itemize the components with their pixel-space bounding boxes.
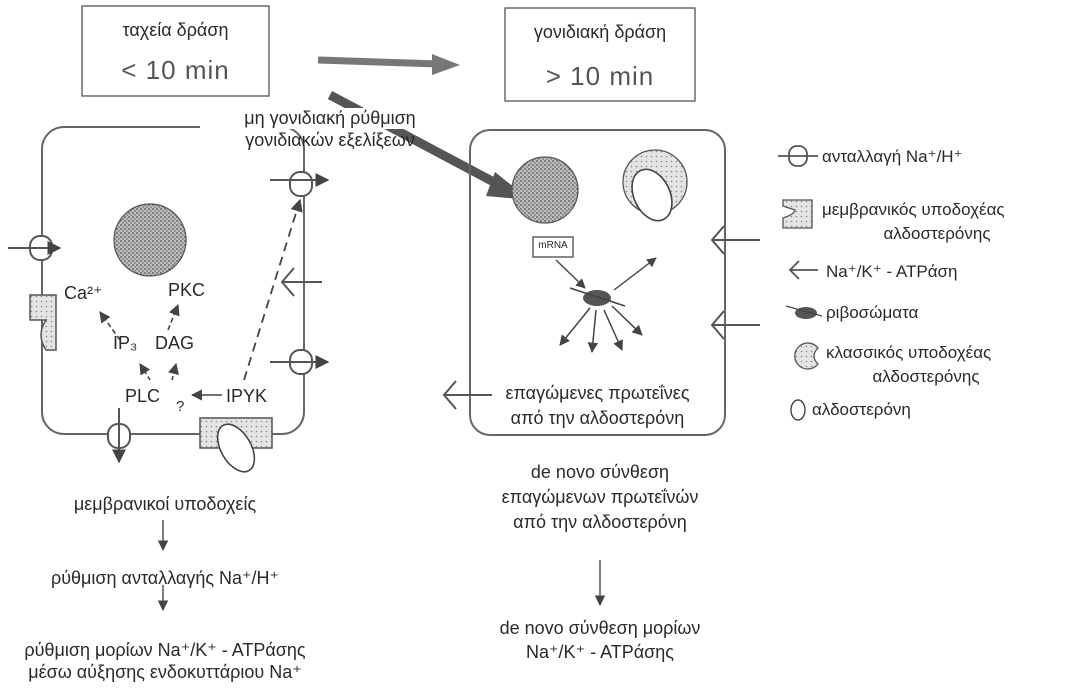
left-cascade-1: μεμβρανικοί υποδοχείς (0, 494, 330, 515)
atpase-icon (712, 311, 760, 339)
legend-classic-receptor-icon (795, 343, 818, 369)
time-arrow (318, 54, 460, 75)
legend-classic-receptor-label: κλασσικός υποδοχέας (826, 343, 991, 363)
legend-exchanger-label: ανταλλαγή Na⁺/H⁺ (822, 147, 963, 167)
atpase-icon (282, 268, 322, 296)
legend-atpase-label: Na⁺/K⁺ - ATPάση (826, 262, 957, 282)
legend-aldosterone-icon (791, 400, 805, 420)
arrow-dag-pkc (168, 305, 178, 330)
left-cascade-3: ρύθμιση μορίων Na⁺/K⁺ - ATPάσης (0, 640, 330, 661)
plc-label: PLC (125, 386, 160, 407)
legend-ribosome-icon (786, 306, 822, 319)
ca-label: Ca²⁺ (64, 283, 103, 304)
fast-action-time: < 10 min (82, 56, 269, 86)
nucleus-right (512, 157, 578, 223)
atpase-icon (712, 226, 760, 254)
left-cascade-2: ρύθμιση ανταλλαγής Na⁺/H⁺ (0, 568, 330, 589)
genomic-action-title: γονιδιακή δράση (505, 22, 695, 43)
legend-exchanger-icon (778, 146, 818, 166)
protein-arrows (560, 306, 642, 352)
right-cascade-4: de novo σύνθεση μορίων (470, 618, 730, 639)
exchanger-icon (8, 236, 60, 260)
arrow-ribosome-receptor (614, 258, 656, 290)
arrow-plc-dag (172, 364, 176, 380)
right-cascade-5: Na⁺/K⁺ - ATPάσης (470, 642, 730, 663)
pkc-label: PKC (168, 280, 205, 301)
legend-membrane-receptor-label2: αλδοστερόνης (822, 224, 1052, 244)
legend-membrane-receptor-icon (783, 200, 812, 228)
exchanger-icon (270, 172, 328, 196)
right-cascade-1: de novo σύνθεση (470, 462, 730, 483)
ip3-label: IP₃ (113, 333, 137, 354)
legend-classic-receptor-label2: αλδοστερόνης (826, 367, 1026, 387)
fast-action-title: ταχεία δράση (82, 20, 269, 41)
ipyk-label: IPYK (226, 386, 267, 407)
left-cascade-4: μέσω αύξησης ενδοκυττάριου Na⁺ (0, 662, 330, 683)
mrna-label: mRNA (533, 240, 573, 252)
legend-membrane-receptor-label: μεμβρανικός υποδοχέας (822, 200, 1005, 220)
nongenomic-label-line2: γονιδιακών εξελίξεων (200, 130, 460, 151)
arrow-mrna-ribosome (556, 260, 585, 288)
right-cascade-3: από την αλδοστερόνη (470, 512, 730, 533)
genomic-action-time: > 10 min (505, 62, 695, 92)
exchanger-icon (108, 408, 130, 462)
question-mark: ? (176, 398, 184, 415)
nucleus-left (114, 204, 186, 276)
arrow-plc-ip3 (140, 364, 150, 380)
dag-label: DAG (155, 333, 194, 354)
legend-ribosome-label: ριβοσώματα (826, 303, 918, 323)
nongenomic-label-line1: μη γονιδιακή ρύθμιση (200, 108, 460, 129)
right-cascade-2: επαγώμενων πρωτεΐνών (470, 487, 730, 508)
exchanger-icon (270, 350, 328, 374)
ribosome-icon (570, 288, 625, 306)
legend-atpase-icon (790, 261, 818, 279)
legend-aldosterone-label: αλδοστερόνη (812, 400, 911, 420)
induced-proteins-line1: επαγώμενες πρωτεΐνες (470, 383, 725, 404)
induced-proteins-line2: από την αλδοστερόνη (470, 408, 725, 429)
